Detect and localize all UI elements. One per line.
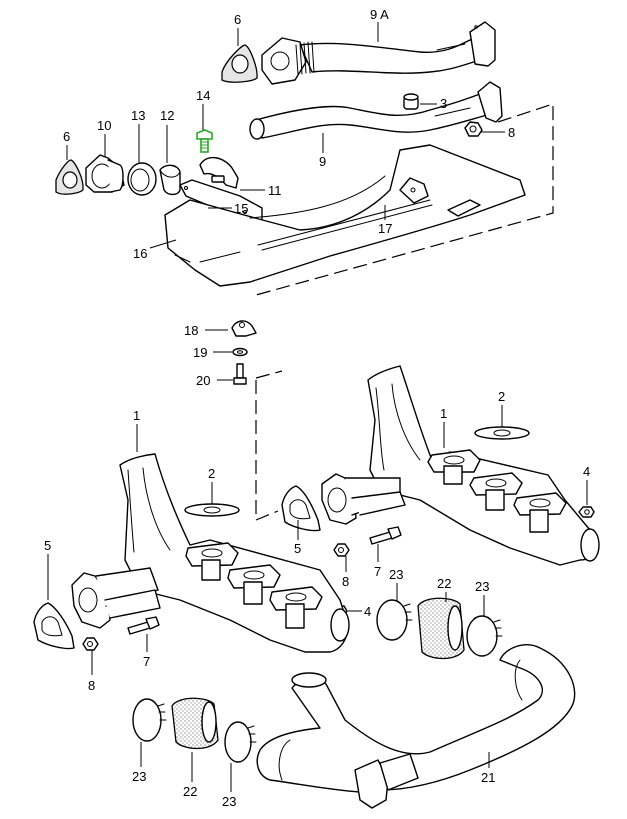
- exhaust-port-flanges-right: [427, 449, 567, 533]
- callout-4-mid: 4: [364, 604, 371, 619]
- callout-14: 14: [196, 88, 210, 103]
- callout-16: 16: [133, 246, 147, 261]
- callout-7-mid: 7: [374, 564, 381, 579]
- part-8-nut-left[interactable]: [82, 637, 99, 651]
- part-9a-front-pipe[interactable]: [261, 21, 496, 85]
- part-22-sleeve-upper[interactable]: [417, 597, 465, 660]
- part-9-pipe[interactable]: [249, 81, 503, 140]
- part-11-clamp[interactable]: [199, 156, 239, 189]
- part-23-clamp-lower-right[interactable]: [224, 721, 257, 763]
- part-6-gasket-top[interactable]: [221, 44, 258, 83]
- callout-2-right: 2: [498, 389, 505, 404]
- part-5-gasket-left[interactable]: [33, 602, 75, 650]
- part-17-heat-shield[interactable]: [164, 144, 526, 287]
- callout-labels: 9 A 6 14 3 6 10 13 12 11 15 9 8 16 17 18…: [44, 7, 590, 809]
- callout-3: 3: [440, 96, 447, 111]
- callout-23-a: 23: [389, 567, 403, 582]
- part-16-bracket[interactable]: [179, 179, 263, 221]
- assembly-dashed-lines: [255, 103, 554, 521]
- part-5-gasket-mid[interactable]: [281, 485, 321, 532]
- callout-6-left: 6: [63, 129, 70, 144]
- callout-18: 18: [184, 323, 198, 338]
- callout-8-mid: 8: [342, 574, 349, 589]
- callout-9: 9: [319, 154, 326, 169]
- part-23-clamp-upper-right[interactable]: [466, 615, 503, 657]
- callout-20: 20: [196, 373, 210, 388]
- part-21-crossover-pipe[interactable]: [256, 644, 576, 809]
- callout-22-b: 22: [183, 784, 197, 799]
- part-1-heat-exchanger-left[interactable]: [71, 453, 350, 653]
- callout-5-left: 5: [44, 538, 51, 553]
- callout-4-right: 4: [583, 464, 590, 479]
- part-23-clamp-upper-left[interactable]: [376, 599, 413, 641]
- callout-13: 13: [131, 108, 145, 123]
- part-3-sleeve[interactable]: [403, 93, 419, 110]
- callout-8-left: 8: [88, 678, 95, 693]
- part-6-gasket-left[interactable]: [55, 159, 84, 195]
- callout-22-a: 22: [437, 576, 451, 591]
- callout-7-left: 7: [143, 654, 150, 669]
- callout-leader-lines: [47, 22, 588, 792]
- callout-19: 19: [193, 345, 207, 360]
- part-8-nut-top[interactable]: [464, 121, 483, 137]
- callout-11: 11: [268, 183, 282, 198]
- part-22-sleeve-lower[interactable]: [171, 697, 219, 750]
- callout-10: 10: [97, 118, 111, 133]
- part-7-bolt-mid[interactable]: [369, 526, 402, 545]
- part-8-nut-mid[interactable]: [333, 543, 350, 557]
- callout-1-right: 1: [440, 406, 447, 421]
- callout-9a: 9 A: [370, 7, 389, 22]
- part-13-seal-ring[interactable]: [127, 162, 157, 196]
- part-14-bolt-highlighted[interactable]: [196, 129, 213, 153]
- callout-5-mid: 5: [294, 541, 301, 556]
- callout-15: 15: [234, 201, 248, 216]
- part-19-washer[interactable]: [232, 347, 248, 357]
- part-10-flange[interactable]: [85, 154, 125, 193]
- part-18-clip[interactable]: [231, 320, 257, 337]
- part-2-gasket-right[interactable]: [474, 426, 530, 440]
- part-2-gasket-left[interactable]: [184, 503, 240, 517]
- part-4-nut-right[interactable]: [578, 506, 595, 518]
- part-7-bolt-left[interactable]: [127, 616, 160, 635]
- callout-23-c: 23: [132, 769, 146, 784]
- part-23-clamp-lower-left[interactable]: [132, 698, 167, 742]
- callout-17: 17: [378, 221, 392, 236]
- part-20-screw[interactable]: [233, 363, 247, 385]
- callout-2-left: 2: [208, 466, 215, 481]
- callout-12: 12: [160, 108, 174, 123]
- flex-bellows: [295, 41, 315, 75]
- callout-21: 21: [481, 770, 495, 785]
- callout-23-b: 23: [475, 579, 489, 594]
- exhaust-port-flanges-left: [185, 542, 323, 629]
- part-12-ring[interactable]: [159, 164, 181, 196]
- part-1-heat-exchanger-right[interactable]: [321, 365, 600, 566]
- callout-1-left: 1: [133, 408, 140, 423]
- callout-6-top: 6: [234, 12, 241, 27]
- callout-23-d: 23: [222, 794, 236, 809]
- callout-8-top: 8: [508, 125, 515, 140]
